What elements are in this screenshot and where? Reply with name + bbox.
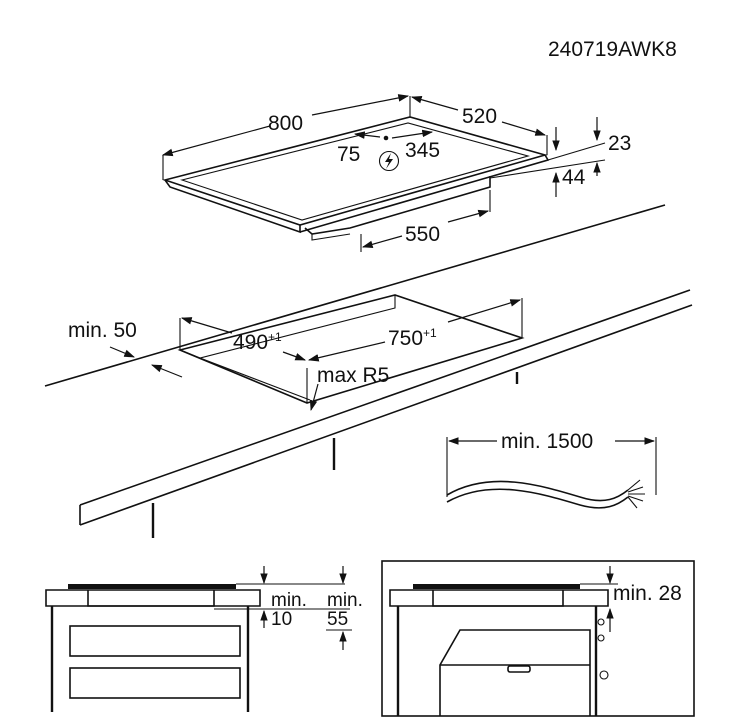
hob-glass-inner-line xyxy=(180,122,531,221)
oven-screw-3 xyxy=(599,670,609,680)
cable-upper-line xyxy=(446,480,629,502)
oven-handle xyxy=(507,665,531,673)
hob-glass-edge-right xyxy=(299,154,550,233)
cutout-inner-depth xyxy=(179,295,396,359)
oven-gap-label: min. 28 xyxy=(613,582,682,605)
connection-left-line xyxy=(353,131,381,139)
power-cable-view: min. 1500 xyxy=(446,430,657,509)
min-distance-arrow-top xyxy=(109,346,135,358)
min-distance-label: min. 50 xyxy=(68,319,137,342)
hob-body-section-left xyxy=(87,590,215,607)
gap-b-min-label: min. xyxy=(327,590,363,611)
gap-a-min-label: min. xyxy=(271,590,307,611)
drawer-2 xyxy=(69,667,241,699)
hob-width-line-right xyxy=(311,94,410,116)
oven-screw-2 xyxy=(597,634,605,642)
cutout-width-label: 750+1 xyxy=(388,326,437,350)
glass-thickness-ext-bottom xyxy=(489,159,606,179)
drawer-1 xyxy=(69,625,241,657)
connection-right-line xyxy=(391,129,434,139)
hob-glass-top xyxy=(162,116,548,226)
gap-a-value: 10 xyxy=(271,609,292,630)
connection-left-label: 75 xyxy=(337,143,360,166)
power-connection-icon xyxy=(378,150,400,172)
worktop-front-lower-edge xyxy=(79,304,693,526)
worktop-section-right xyxy=(389,589,609,607)
worktop-back-edge xyxy=(44,204,666,387)
cutout-depth-label: 490+1 xyxy=(233,330,282,354)
worktop-front-edge xyxy=(79,289,691,506)
hob-width-label: 800 xyxy=(268,112,303,135)
hob-body-side xyxy=(304,176,491,235)
oven-screw-1 xyxy=(597,618,605,626)
corner-radius-label: max R5 xyxy=(317,364,389,387)
glass-thickness-label: 23 xyxy=(608,132,631,155)
connection-point xyxy=(383,135,389,141)
body-width-line-right xyxy=(447,209,490,223)
countertop-cutout-view: 490+1 750+1 max R5 min. 50 xyxy=(44,204,693,538)
cutout-width-line-right xyxy=(447,299,522,323)
section-view-oven: min. 28 xyxy=(381,560,695,717)
cutout-width-line-left xyxy=(307,341,386,362)
hob-depth-label: 520 xyxy=(462,105,497,128)
min-distance-arrow-bottom xyxy=(150,364,183,378)
cutout-inner-left xyxy=(199,357,311,401)
hob-isometric-view: 800 520 75 345 23 44 550 xyxy=(161,94,631,252)
drawing-reference-code: 240719AWK8 xyxy=(548,38,677,61)
oven-body xyxy=(439,629,591,716)
hob-depth-line-left xyxy=(410,96,459,111)
hob-body-section-right xyxy=(432,590,564,607)
cable-length-label: min. 1500 xyxy=(501,430,593,453)
connection-right-label: 345 xyxy=(405,139,440,162)
cable-lower-line xyxy=(446,488,629,509)
section-view-drawers: min. 10 min. 55 xyxy=(45,566,363,712)
hob-depth-line-right xyxy=(501,121,547,136)
cutout-depth-line-left xyxy=(180,317,233,334)
corner-radius-leader xyxy=(309,383,319,412)
body-height-label: 44 xyxy=(562,166,586,189)
oven-section-frame xyxy=(381,560,695,717)
glass-thickness-ext-top xyxy=(547,142,606,161)
cable-wires xyxy=(627,479,645,509)
hob-glass-edge-front xyxy=(164,179,301,234)
hob-width-line-left xyxy=(161,125,271,157)
hob-glass-section-left xyxy=(68,584,236,589)
gap-b-value: 55 xyxy=(327,609,348,630)
body-width-line-left xyxy=(361,235,403,248)
worktop-section-left xyxy=(45,589,261,607)
body-width-label: 550 xyxy=(405,223,440,246)
hob-body-base xyxy=(311,233,351,241)
cutout-depth-line-right xyxy=(282,351,307,361)
hob-glass-section-right xyxy=(413,584,580,589)
